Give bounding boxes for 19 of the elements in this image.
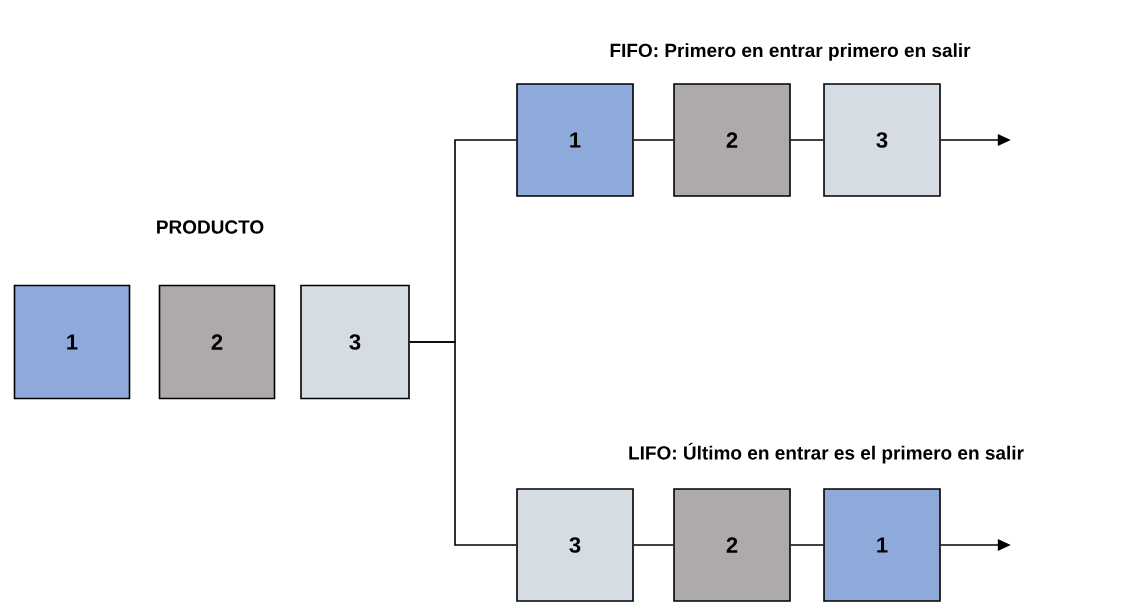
arrow <box>940 134 1011 146</box>
number-box: 1 <box>823 488 941 602</box>
connector-line <box>790 544 824 546</box>
connector-line <box>790 139 824 141</box>
heading-label: LIFO: Último en entrar es el primero en salir <box>629 442 1024 464</box>
number-box: 3 <box>823 83 941 197</box>
connector-line <box>633 139 674 141</box>
number-box: 1 <box>13 284 131 400</box>
number-box: 3 <box>300 284 410 400</box>
number-box: 2 <box>673 83 791 197</box>
number-box: 1 <box>516 83 634 197</box>
arrow <box>940 539 1011 551</box>
connector-line <box>633 544 674 546</box>
heading-label: FIFO: Primero en entrar primero en salir <box>610 43 971 61</box>
number-box: 2 <box>673 488 791 602</box>
connector-line <box>409 341 517 546</box>
number-box: 3 <box>516 488 634 602</box>
number-box: 2 <box>158 284 276 400</box>
heading-label: PRODUCTO <box>157 220 264 234</box>
